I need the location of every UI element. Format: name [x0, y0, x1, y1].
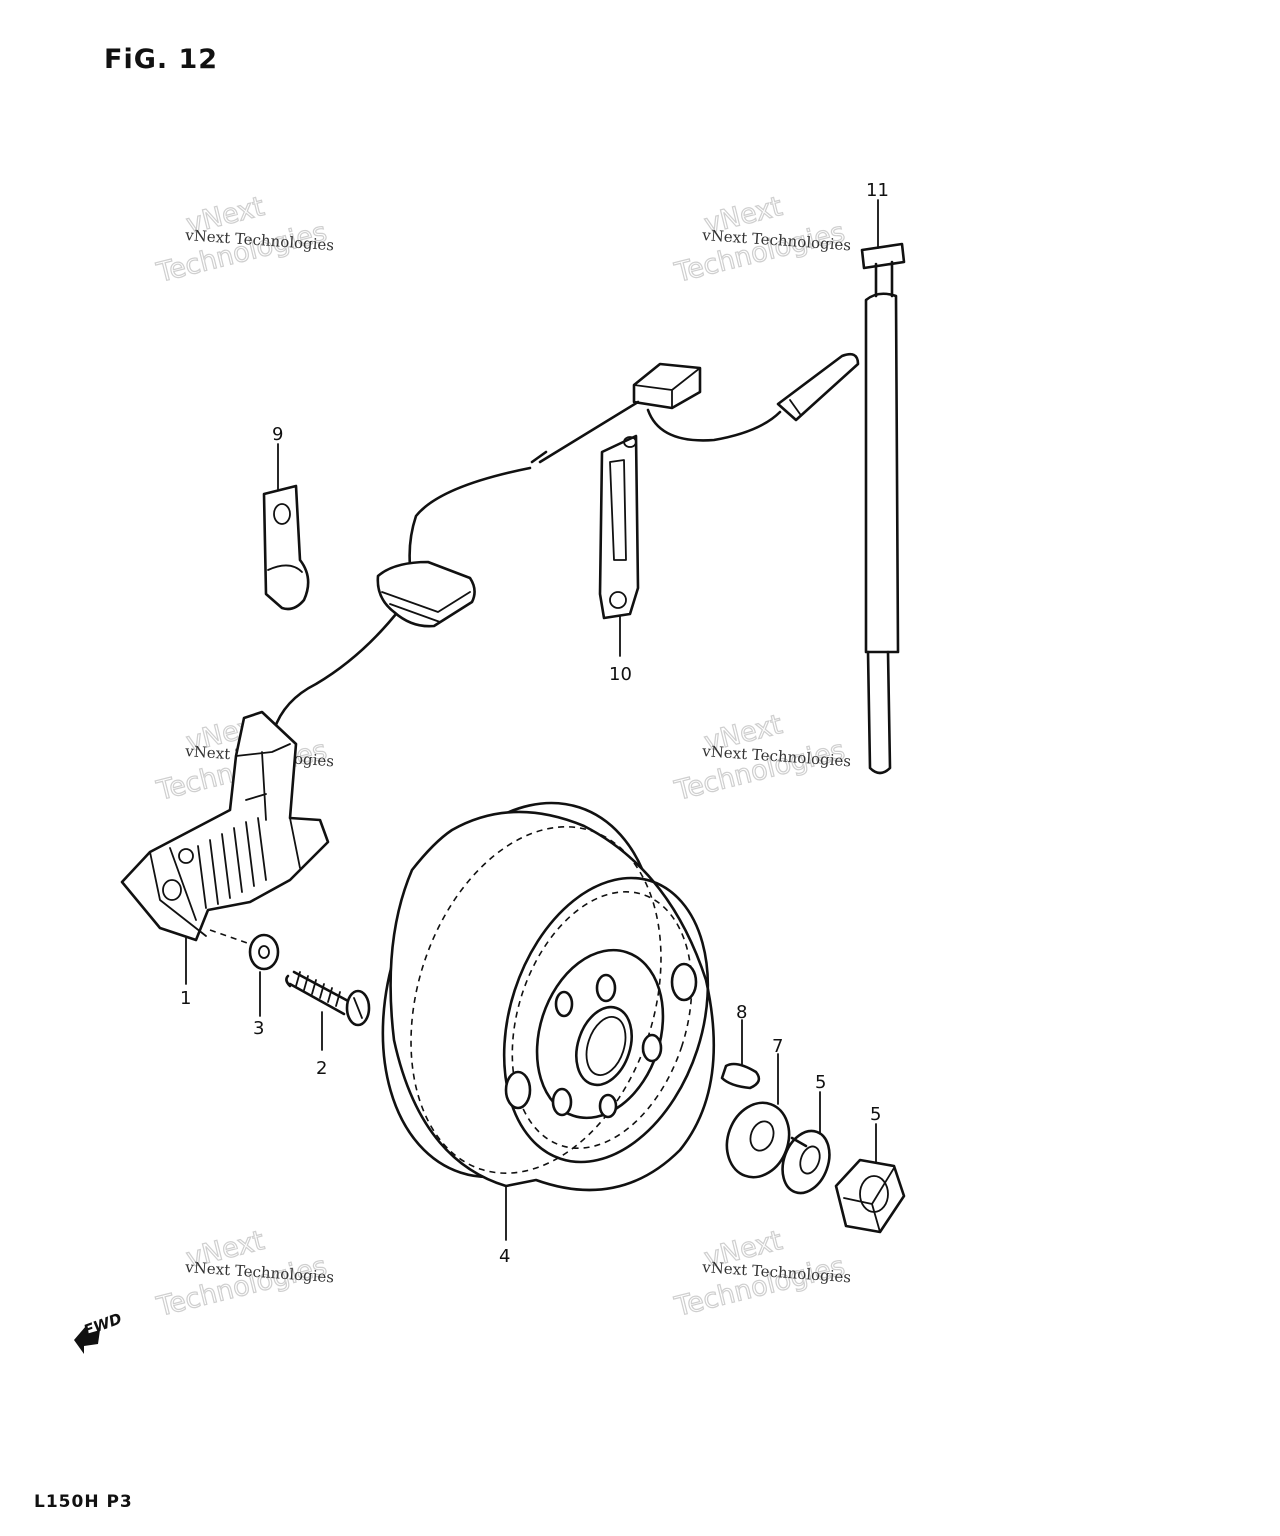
part-4-flywheel — [381, 801, 716, 1192]
callout-5: 5 — [815, 1072, 826, 1093]
figure-title: FiG. 12 — [104, 44, 219, 75]
part-9-clamp — [262, 484, 310, 611]
part-8-key — [720, 1062, 761, 1090]
callout-9: 9 — [272, 424, 283, 445]
callout-5: 5 — [870, 1104, 881, 1125]
callout-11: 11 — [866, 180, 889, 201]
part-11-band — [860, 242, 906, 775]
callout-2: 2 — [316, 1058, 327, 1079]
leader-lines — [185, 199, 879, 1241]
fwd-arrow: FWD — [74, 1309, 124, 1354]
callout-7: 7 — [772, 1036, 783, 1057]
part-5-nut — [834, 1158, 906, 1234]
part-1-pulser-coil — [120, 710, 330, 942]
part-10-bracket — [598, 434, 640, 620]
fwd-label: FWD — [81, 1309, 124, 1339]
wire-harness — [272, 352, 860, 732]
part-7-washer — [725, 1101, 791, 1179]
callout-8: 8 — [736, 1002, 747, 1023]
callout-1: 1 — [180, 988, 191, 1009]
part-3-washer — [209, 929, 280, 971]
model-code: L150H P3 — [34, 1492, 133, 1512]
callout-4: 4 — [499, 1246, 510, 1267]
callouts: 1 2 3 4 5 5 7 8 9 10 11 — [180, 180, 889, 1267]
callout-10: 10 — [609, 664, 632, 685]
part-5-spring-washer — [781, 1129, 831, 1195]
part-2-screw — [285, 970, 371, 1027]
callout-3: 3 — [253, 1018, 264, 1039]
